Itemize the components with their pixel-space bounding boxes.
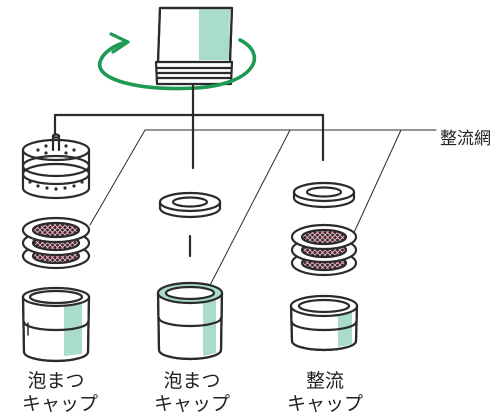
cap-body: [156, 281, 224, 361]
cap-label-line1: 泡まつ: [27, 370, 85, 392]
rotation-arrow-icon: [97, 32, 257, 91]
faucet-spout-icon: [154, 6, 234, 86]
mesh-discs: [21, 216, 91, 270]
washer-ring: [158, 191, 222, 219]
flow-cap-parts: [289, 181, 359, 352]
mesh-callout-lines: [89, 129, 437, 296]
cap-label-line2: キャップ: [286, 393, 363, 415]
cap-label-line2: キャップ: [22, 393, 99, 415]
foam-cap-1-parts: [21, 133, 91, 363]
cap-body: [21, 286, 91, 363]
cap-label-flow: 整流 キャップ: [285, 370, 365, 416]
cap-label-line1: 整流: [305, 370, 344, 392]
foam-cap-2-parts: [156, 191, 224, 361]
connector-lines: [53, 83, 325, 170]
cap-label-foam-1: 泡まつ キャップ: [22, 370, 99, 416]
washer-ring: [292, 181, 356, 209]
aerator-insert: [21, 133, 91, 200]
cap-label-line1: 泡まつ: [163, 370, 221, 392]
cap-body: [289, 294, 359, 352]
mesh-discs: [290, 223, 358, 277]
mesh-callout-label: 整流網: [440, 129, 491, 149]
cap-label-foam-2: 泡まつ キャップ: [152, 370, 232, 416]
cap-label-line2: キャップ: [153, 393, 230, 415]
